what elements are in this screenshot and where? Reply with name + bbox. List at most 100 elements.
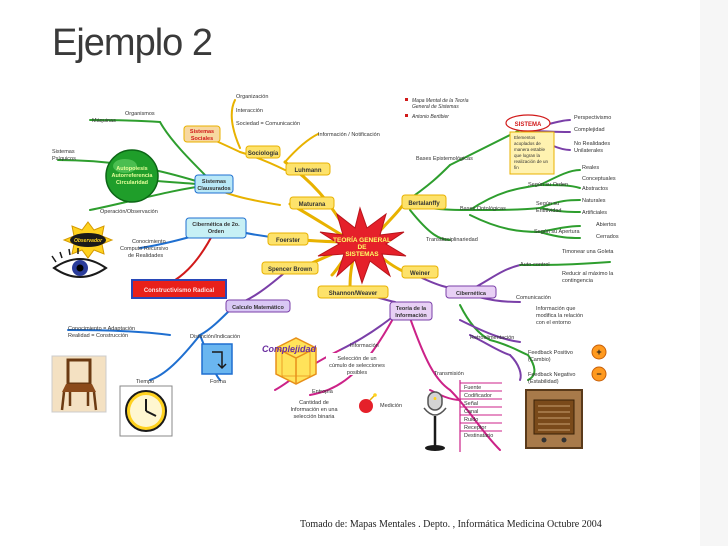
label-teoria-info-1: Teoría de la [396, 306, 427, 312]
label-bases-epist: Bases Epistemológicas [416, 156, 473, 162]
label-distincion: Distinción/Indicación [190, 334, 240, 340]
node-spencer-brown: Spencer Brown [268, 267, 312, 273]
label-entropia: Entropía [312, 389, 334, 395]
label-info-mod-1: Información que [536, 306, 575, 312]
autopoiesis-label-1: Autopoiesis [116, 166, 147, 172]
label-elementos-4: que logran la [514, 153, 541, 158]
label-artificiales: Artificiales [582, 210, 607, 216]
label-conoc-adapt-2: Realidad = Construcción [68, 333, 128, 339]
transmission-item-codificador: Codificador [464, 393, 492, 399]
legend-item-1-line1: Mapa Mental de la Teoría [412, 98, 469, 104]
label-sist-soc-1: Sistemas [190, 129, 214, 135]
center-label-3: SISTEMAS [345, 251, 379, 258]
label-cibernetica: Cibernética [456, 291, 487, 297]
plus-icon: + [591, 344, 607, 360]
label-cerrados: Cerrados [596, 234, 619, 240]
clock-icon [119, 385, 173, 437]
sistema-node: SISTEMA Elementos acoplados de manera es… [505, 114, 555, 175]
label-fb-pos-2: (Cambio) [528, 357, 551, 363]
legend-item-1-line2: General de Sistemas [412, 104, 459, 110]
label-fb-neg-1: Feedback Negativo [528, 372, 575, 378]
transmission-item-senal: Señal [464, 401, 478, 407]
label-segun-ent-1: Según su [536, 201, 559, 207]
foerster-group: Cibernética de 2o. Orden Conocimiento Co… [120, 217, 247, 259]
label-segun-ent-2: Entitividad [536, 208, 561, 214]
label-perspectivismo: Perspectivismo [574, 115, 611, 121]
label-transmision: Transmisión [434, 371, 464, 377]
transmission-item-canal: Canal [464, 409, 478, 415]
label-info-mod-2: modifica la relación [536, 313, 583, 319]
label-tiempo: Tiempo [136, 379, 154, 385]
label-abiertos: Abiertos [596, 222, 616, 228]
node-sociologia: Sociología [248, 151, 279, 157]
cibernetica-node: Cibernética [445, 285, 497, 299]
label-sociedad: Sociedad = Comunicación [236, 121, 300, 127]
label-info-mod-3: con el entorno [536, 320, 571, 326]
label-timonear: Timonear una Goleta [562, 249, 614, 255]
node-weiner: Weiner [410, 271, 431, 277]
label-fb-pos-1: Feedback Positivo [528, 350, 573, 356]
observador-badge: Observador [62, 221, 114, 259]
label-autocontrol: Auto-control [520, 262, 550, 268]
label-medicion: Medición [380, 403, 402, 409]
label-no-real-1: No Realidades [574, 141, 610, 147]
label-reales: Reales [582, 165, 599, 171]
label-cantidad-1: Cantidad de [299, 400, 329, 406]
label-elementos-5: realización de un [514, 159, 549, 164]
label-seleccion-1: Selección de un [337, 356, 376, 362]
label-psiquicos-1: Sistemas [52, 149, 75, 155]
node-maturana: Maturana [299, 202, 326, 208]
label-interaccion: Interacción [236, 108, 263, 114]
minus-sign: − [596, 369, 601, 379]
transmission-list: Fuente Codificador Señal Canal Ruido Rec… [459, 380, 502, 452]
constructivismo-box: Constructivismo Radical [131, 279, 227, 299]
label-conoc-adapt-1: Conocimiento = Adaptación [68, 326, 135, 332]
label-retro: Retroalimentación [470, 335, 514, 341]
source-caption: Tomado de: Mapas Mentales . Depto. , Inf… [300, 519, 602, 530]
radio-icon [525, 389, 583, 449]
label-complejidad: Complejidad [262, 344, 317, 354]
label-cantidad-2: Información en una [290, 407, 338, 413]
label-operacion: Operación/Observación [100, 209, 158, 215]
label-psiquicos-2: Psíquicos [52, 156, 76, 162]
slide-title: Ejemplo 2 [52, 22, 213, 64]
label-ciber2-1: Cibernética de 2o. [192, 222, 240, 228]
autopoiesis-label-2: Autorreferencia [112, 173, 154, 179]
teoria-info-node: Teoría de la Información [389, 301, 433, 321]
label-segun-orden: Según su Orden [528, 182, 568, 188]
label-maquinas: Máquinas [92, 118, 116, 124]
autopoiesis-orb: Autopoiesis Autorreferencia Circularidad [105, 149, 159, 203]
forma-icon [201, 343, 233, 375]
eye-icon [51, 248, 108, 278]
minus-icon: − [591, 366, 607, 382]
label-ciber2-2: Orden [208, 229, 225, 235]
center-starburst: TEORÍA GENERAL DE SISTEMAS [317, 206, 407, 285]
label-conoc-2: Computo Recursivo [120, 246, 168, 252]
label-elementos-2: acoplados de [514, 141, 541, 146]
label-bases-ont: Bases Ontológicas [460, 206, 506, 212]
plus-sign: + [596, 347, 601, 357]
center-label-1: TEORÍA GENERAL [333, 235, 391, 244]
label-conceptuales: Conceptuales [582, 176, 616, 182]
label-cantidad-3: selección binaria [294, 414, 336, 420]
legend: Mapa Mental de la Teoría General de Sist… [405, 98, 469, 120]
label-abstractos: Abstractos [582, 186, 608, 192]
chair-icon [51, 355, 107, 413]
node-foerster: Foerster [276, 238, 301, 244]
label-info-notif: Información / Notificación [318, 132, 380, 138]
legend-item-2: Antonio Bertibier [411, 114, 449, 120]
label-informacion: Información [350, 343, 379, 349]
label-conoc-1: Conocimiento [132, 239, 166, 245]
label-naturales: Naturales [582, 198, 606, 204]
transmission-item-receptor: Receptor [464, 425, 486, 431]
autopoiesis-label-3: Circularidad [116, 180, 148, 186]
label-complejidad2: Complejidad [574, 127, 605, 133]
label-sist-soc-2: Sociales [191, 136, 213, 142]
label-reducir-1: Reducir al máximo la [562, 271, 614, 277]
transmission-item-destinatario: Destinatario [464, 433, 493, 439]
label-organismos: Organismos [125, 111, 155, 117]
label-constructivismo: Constructivismo Radical [144, 288, 215, 294]
bomb-icon [359, 393, 377, 413]
label-calculo: Calculo Matemático [232, 305, 284, 311]
label-sist-cerr-2: Clausurados [197, 186, 230, 192]
